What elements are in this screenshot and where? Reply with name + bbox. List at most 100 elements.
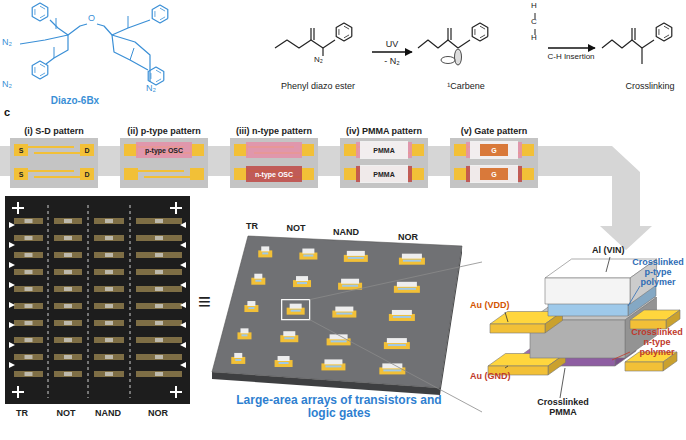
device-cell bbox=[94, 235, 124, 241]
device-gate bbox=[105, 219, 113, 223]
device-gate bbox=[25, 321, 33, 325]
drain-pad bbox=[300, 144, 314, 156]
electrode-pad bbox=[237, 332, 251, 339]
device-gate bbox=[155, 236, 163, 240]
device-cell bbox=[136, 235, 182, 241]
electrode-label: Au (GND) bbox=[470, 372, 511, 382]
phenyl-ring-bond bbox=[40, 73, 45, 76]
device-gate bbox=[64, 321, 72, 325]
source-pad bbox=[234, 168, 248, 180]
semiconductor-strip bbox=[297, 282, 307, 284]
p-orbital-lobe bbox=[455, 49, 462, 65]
device-cell bbox=[14, 303, 43, 309]
device-cell bbox=[54, 218, 82, 224]
source-pad bbox=[124, 168, 138, 180]
pmma-layer bbox=[360, 141, 408, 159]
phenyl-ring-bond bbox=[474, 29, 475, 35]
source-pad bbox=[344, 144, 358, 156]
device-gate bbox=[155, 372, 163, 376]
drain-pad bbox=[410, 168, 424, 180]
gold-electrode bbox=[666, 310, 680, 329]
device-gate bbox=[25, 236, 33, 240]
device-gate bbox=[25, 287, 33, 291]
device-gate bbox=[155, 304, 163, 308]
semiconductor-strip bbox=[255, 280, 261, 282]
ester-chain bbox=[602, 40, 642, 48]
source-pad bbox=[344, 168, 358, 180]
phenyl-bond bbox=[642, 40, 654, 48]
electrode-pad bbox=[244, 305, 258, 312]
sp2-orbital-lobe bbox=[441, 57, 455, 64]
electrode-pad bbox=[389, 314, 415, 321]
phenyl-ring bbox=[152, 5, 168, 23]
column-label: TR bbox=[16, 409, 28, 419]
marker-triangle bbox=[180, 222, 186, 228]
phenyl-ring-bond bbox=[160, 8, 165, 11]
gate-block bbox=[335, 307, 353, 312]
device-gate bbox=[25, 253, 33, 257]
device-cell bbox=[14, 269, 43, 275]
marker-triangle bbox=[180, 342, 186, 348]
phenyl-ring bbox=[32, 61, 48, 79]
device-cell bbox=[94, 337, 124, 343]
marker-triangle bbox=[180, 322, 186, 328]
device-gate bbox=[105, 270, 113, 274]
gate-block bbox=[347, 251, 365, 256]
semiconductor-strip bbox=[398, 288, 416, 290]
step-heading: (ii) p-type pattern bbox=[120, 126, 208, 137]
column-label: NOT bbox=[287, 224, 306, 234]
column-label: NOT bbox=[57, 409, 76, 419]
semiconductor-strip bbox=[235, 359, 241, 361]
device-cell bbox=[14, 337, 43, 343]
marker-triangle bbox=[180, 362, 186, 368]
device-cell bbox=[136, 303, 182, 309]
semiconductor-strip bbox=[393, 316, 411, 318]
device-cell bbox=[54, 337, 82, 343]
gold-electrode bbox=[490, 324, 545, 333]
gate-block bbox=[261, 246, 269, 251]
device-cell bbox=[94, 303, 124, 309]
ester-arm bbox=[50, 20, 68, 35]
ester-arm bbox=[20, 35, 68, 44]
panel-letter: c bbox=[4, 106, 10, 118]
device-gate bbox=[25, 219, 33, 223]
gate-block bbox=[254, 274, 262, 279]
thumbnail-label: PMMA bbox=[373, 171, 394, 178]
alignment-mark bbox=[17, 202, 19, 214]
photo-background bbox=[5, 196, 190, 404]
semiconductor-strip bbox=[336, 313, 352, 315]
marker-triangle bbox=[180, 302, 186, 308]
device-cell bbox=[136, 269, 182, 275]
device-gate bbox=[155, 355, 163, 359]
column-label: NOR bbox=[148, 409, 168, 419]
diazo-bond bbox=[322, 48, 323, 56]
gate-block bbox=[387, 338, 407, 343]
device-gate bbox=[155, 253, 163, 257]
device-cell bbox=[94, 371, 124, 377]
substrate bbox=[230, 138, 318, 188]
column-label: NAND bbox=[95, 409, 121, 419]
thumbnail-label: S bbox=[19, 147, 24, 154]
marker-triangle bbox=[180, 282, 186, 288]
thumbnail-label: D bbox=[84, 147, 89, 154]
column-label: TR bbox=[246, 222, 258, 232]
device-gate bbox=[64, 355, 72, 359]
device-cell bbox=[94, 252, 124, 258]
gold-electrode bbox=[625, 362, 663, 371]
drain-finger bbox=[34, 176, 80, 178]
carbonyl-bond bbox=[130, 48, 134, 60]
phenyl-ring-bond bbox=[664, 26, 669, 29]
n-type-layer bbox=[356, 166, 412, 182]
device-cell bbox=[94, 354, 124, 360]
semiconductor-strip bbox=[303, 255, 313, 257]
electrode-pad bbox=[384, 342, 410, 349]
device-gate bbox=[64, 372, 72, 376]
n-type-layer bbox=[246, 166, 302, 182]
drain-pad bbox=[190, 168, 204, 180]
aluminium-gate bbox=[545, 278, 630, 304]
substrate bbox=[120, 138, 208, 188]
device-cell bbox=[14, 252, 43, 258]
step-thumbnail bbox=[10, 138, 98, 188]
pmma-layer bbox=[360, 165, 408, 183]
